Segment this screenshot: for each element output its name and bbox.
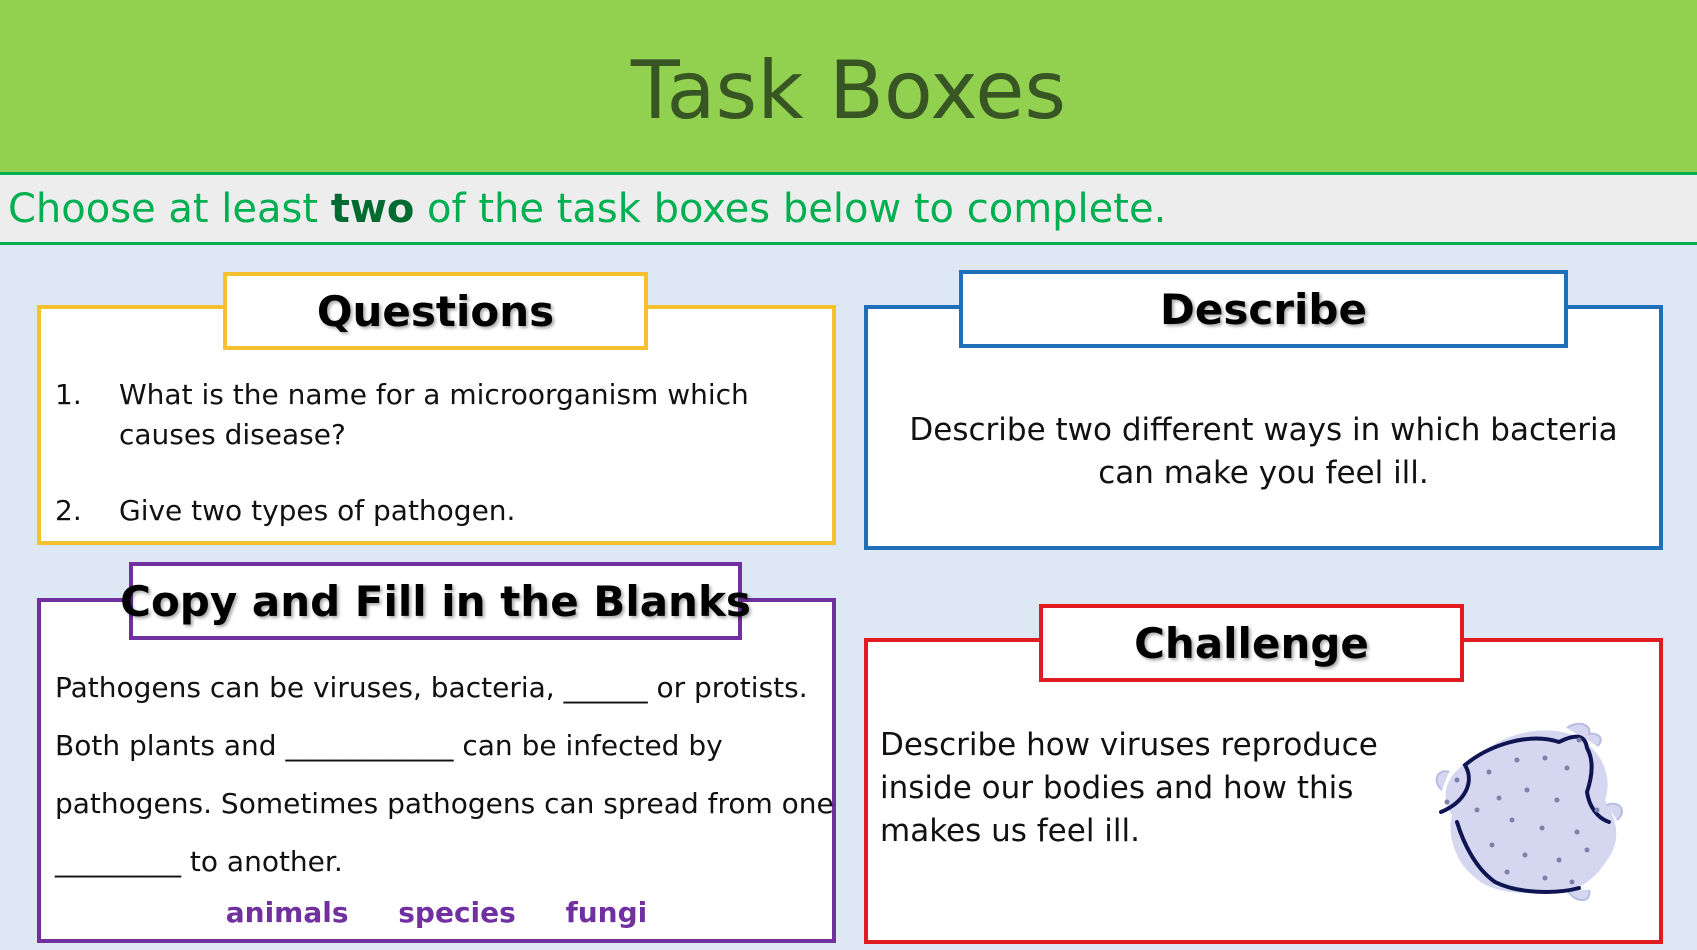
word-bank: animals species fungi — [41, 896, 832, 929]
questions-title: Questions — [316, 286, 555, 336]
challenge-title: Challenge — [1134, 618, 1369, 668]
virus-cell-icon — [1435, 722, 1623, 902]
instruction-after: of the task boxes below to complete. — [414, 185, 1167, 232]
describe-title: Describe — [1160, 284, 1367, 334]
challenge-title-tab: Challenge — [1039, 604, 1464, 682]
fill-blanks-title: Copy and Fill in the Blanks — [120, 576, 751, 626]
question-item: 2. Give two types of pathogen. — [55, 491, 825, 531]
questions-list: 1. What is the name for a microorganism … — [55, 375, 825, 531]
fill-line: pathogens. Sometimes pathogens can sprea… — [55, 787, 834, 820]
question-text: What is the name for a microorganism whi… — [119, 378, 749, 451]
describe-title-tab: Describe — [959, 270, 1568, 348]
fill-line: _________ to another. — [55, 845, 343, 878]
fill-blanks-text: Pathogens can be viruses, bacteria, ____… — [55, 668, 834, 900]
instruction-text: Choose at least two of the task boxes be… — [0, 186, 1166, 232]
question-number: 1. — [55, 378, 82, 411]
instruction-before: Choose at least — [8, 185, 331, 232]
word-bank-item: species — [398, 896, 516, 929]
challenge-box: Describe how viruses reproduce inside ou… — [864, 638, 1663, 944]
challenge-text: Describe how viruses reproduce inside ou… — [880, 727, 1378, 849]
page-title: Task Boxes — [630, 43, 1067, 137]
question-text: Give two types of pathogen. — [119, 494, 516, 527]
question-number: 2. — [55, 494, 82, 527]
question-item: 1. What is the name for a microorganism … — [55, 375, 825, 455]
instruction-bar: Choose at least two of the task boxes be… — [0, 172, 1697, 245]
instruction-bold: two — [330, 185, 415, 232]
fill-blanks-title-tab: Copy and Fill in the Blanks — [120, 562, 751, 640]
header-banner: Task Boxes — [0, 0, 1697, 172]
questions-title-tab: Questions — [223, 272, 648, 350]
word-bank-item: animals — [225, 896, 349, 929]
word-bank-item: fungi — [565, 896, 648, 929]
fill-line: Pathogens can be viruses, bacteria, ____… — [55, 671, 808, 704]
describe-text: Describe two different ways in which bac… — [909, 412, 1618, 491]
fill-blanks-box: Pathogens can be viruses, bacteria, ____… — [37, 598, 836, 943]
fill-line: Both plants and ____________ can be infe… — [55, 729, 723, 762]
